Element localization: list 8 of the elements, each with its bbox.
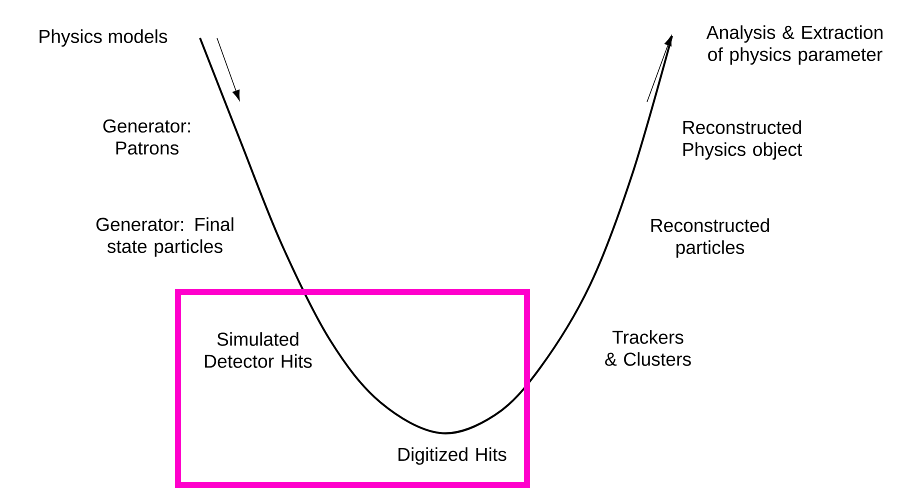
stage-label: Analysis & Extraction of physics parameter [706, 25, 882, 65]
highlight-box: Simulated Detector Hits Digitized Hits [175, 289, 530, 488]
stage-label: Reconstructed particles [651, 218, 769, 258]
stage-label: Trackers & Clusters [605, 330, 691, 366]
stage-label: Generator: Final state particles [96, 217, 234, 257]
stage-label: Reconstructed Physics object [683, 120, 802, 160]
stage-label: Generator: Patrons [103, 119, 190, 155]
stage-label: Physics models [40, 29, 168, 47]
